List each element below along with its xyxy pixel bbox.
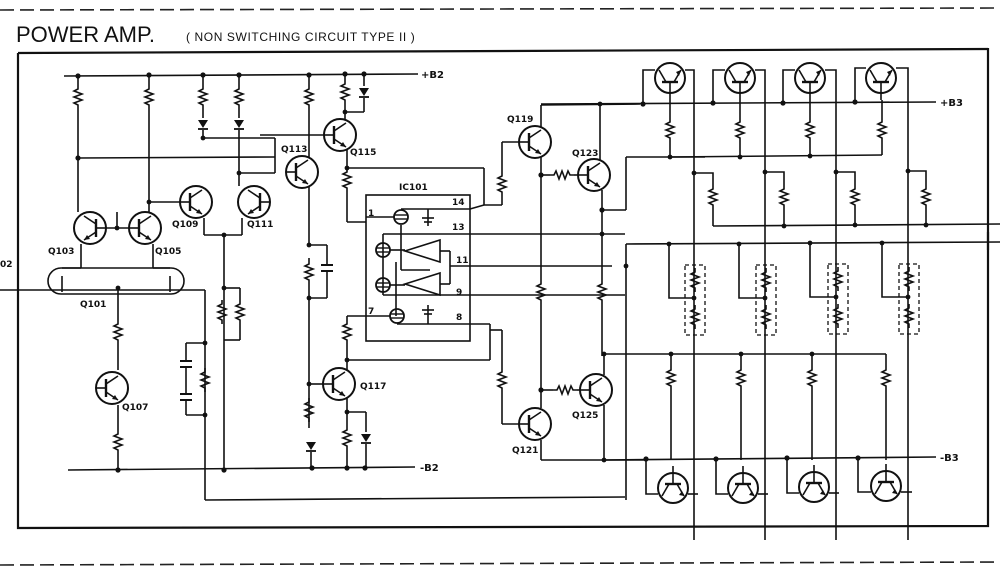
ic101-label: IC101 [399,183,428,193]
q115-wiring [260,74,485,223]
subtitle: ( NON SWITCHING CIRCUIT TYPE II ) [186,30,415,44]
q125-label: Q125 [572,411,598,421]
pos-b2-label: +B2 [421,70,444,81]
ic101-pin-14: 14 [452,198,465,208]
q103-q105-wiring [80,212,154,268]
circuit-frame-top [17,47,989,55]
q111-transistor [236,184,272,220]
neg-b3-label: -B3 [940,453,959,464]
input-stage-bias [73,75,276,212]
q113-label: Q113 [281,145,307,155]
driver-lower-wiring [490,231,886,463]
q109-transistor [178,184,214,220]
neg-b2-rail [67,465,416,473]
q101-dual-fet [47,267,205,295]
output-stage [623,61,1000,540]
neg-b2-label: -B2 [420,463,439,474]
feedback-network [179,290,626,501]
q113-wiring [304,75,334,468]
output-transistor-bottom-1 [656,464,690,505]
q123-transistor [576,157,612,193]
q121-transistor [517,406,553,442]
q117-label: Q117 [360,382,386,392]
page-border-top [0,7,1000,11]
q113-transistor [284,154,320,190]
q115-label: Q115 [350,148,376,158]
q105-label: Q105 [155,247,181,257]
q103-label: Q103 [48,247,74,257]
output-transistor-bottom-3 [797,463,831,504]
circuit-frame [16,48,990,530]
ic-to-driver-wiring [469,204,625,330]
input-label: 02 [0,260,13,270]
ic101-pin-1: 1 [368,209,374,219]
q107-circuit [113,288,123,470]
q101-label: Q101 [80,300,106,310]
ic101-pin-9: 9 [456,288,462,298]
q107-transistor [94,370,130,406]
ic101-pin-13: 13 [452,223,465,233]
ic101 [365,194,471,342]
ic101-pin-8: 8 [456,313,462,323]
q107-label: Q107 [122,403,148,413]
q111-label: Q111 [247,220,273,230]
ic101-pin-11: 11 [456,256,469,266]
q119-label: Q119 [507,115,533,125]
title: POWER AMP. [16,22,155,47]
q105-transistor [127,210,163,246]
pos-b3-label: +B3 [940,98,963,109]
driver-upper-wiring [484,101,705,384]
output-transistor-top-1 [653,61,687,102]
page-border-bottom [0,561,1000,566]
output-transistor-bottom-2 [726,464,760,505]
q125-transistor [578,372,614,408]
q123-label: Q123 [572,149,598,159]
output-transistor-bottom-4 [869,462,903,503]
q103-transistor [72,210,108,246]
q109-label: Q109 [172,220,198,230]
ic101-pin-7: 7 [368,307,374,317]
output-transistor-top-2 [723,61,757,102]
pos-b2-rail [63,71,419,79]
q117-transistor [321,366,357,402]
q109-q111-wiring [146,199,245,473]
q115-transistor [322,117,358,153]
neg-b3-rail [603,455,937,462]
q121-label: Q121 [512,446,538,456]
q119-transistor [517,124,553,160]
q117-wiring [309,315,491,468]
output-transistor-top-3 [793,61,827,102]
output-transistor-top-4 [864,61,898,102]
